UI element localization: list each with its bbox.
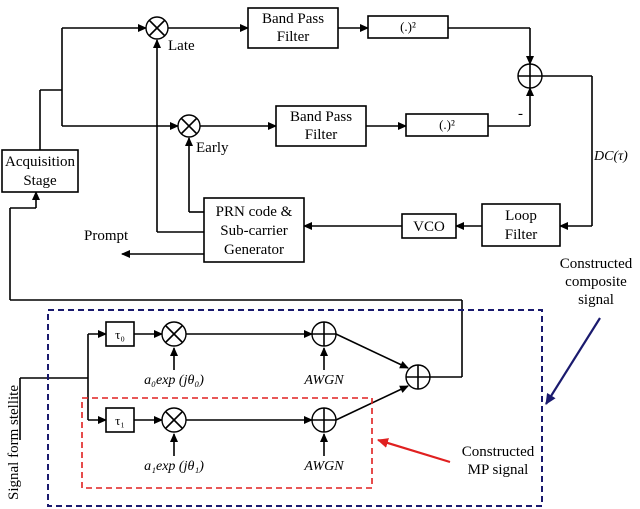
- svg-text:Filter: Filter: [305, 127, 338, 143]
- early-mixer: [177, 114, 201, 138]
- composite-signal-box: [47, 309, 543, 507]
- mp-label-line1: Constructed: [462, 444, 535, 460]
- difference-summer: [517, 63, 543, 89]
- svg-text:Filter: Filter: [277, 29, 310, 45]
- composite-pointer-arrow: [545, 317, 601, 405]
- prompt-label: Prompt: [84, 228, 129, 244]
- svg-text:VCO: VCO: [413, 219, 445, 235]
- composite-label-line1: Constructed: [560, 256, 633, 272]
- svg-text:Band Pass: Band Pass: [262, 11, 324, 27]
- mp-pointer-arrow: [377, 438, 451, 464]
- square-late-block: (.)²: [367, 15, 449, 39]
- a0-exp-label: a₀exp (jθ₀): [144, 373, 204, 388]
- svg-text:Filter: Filter: [505, 227, 538, 243]
- late-label: Late: [168, 38, 195, 54]
- prn-generator-block: PRN code & Sub-carrier Generator: [203, 197, 305, 263]
- acquisition-stage-block: Acquisition Stage: [1, 149, 79, 193]
- mixer-0: [161, 321, 187, 347]
- awgn-summer-0: [311, 321, 337, 347]
- awgn1-label: AWGN: [303, 459, 344, 474]
- bottom-wires: [19, 330, 462, 456]
- minus-label: -: [518, 106, 523, 122]
- tau1-delay-block: τ₁: [105, 407, 135, 433]
- svg-text:Acquisition: Acquisition: [5, 154, 75, 170]
- svg-text:(.)²: (.)²: [439, 117, 455, 132]
- composite-summer: [405, 364, 431, 390]
- svg-text:(.)²: (.)²: [400, 19, 416, 34]
- mp-signal-box: [81, 397, 373, 489]
- svg-text:Sub-carrier: Sub-carrier: [220, 223, 287, 239]
- late-mixer: [145, 16, 169, 40]
- bpf-late-block: Band Pass Filter: [247, 7, 339, 49]
- awgn-summer-1: [311, 407, 337, 433]
- composite-label-line2: composite: [565, 274, 627, 290]
- a1-exp-label: a₁exp (jθ₁): [144, 459, 204, 474]
- tau0-delay-block: τ₀: [105, 321, 135, 347]
- svg-text:Band Pass: Band Pass: [290, 109, 352, 125]
- svg-text:τ₁: τ₁: [115, 413, 125, 428]
- composite-label-line3: signal: [578, 292, 614, 308]
- top-wires: [9, 24, 593, 377]
- svg-text:Stage: Stage: [23, 173, 57, 189]
- awgn0-label: AWGN: [303, 373, 344, 388]
- mp-label-line2: MP signal: [468, 462, 529, 478]
- bpf-early-block: Band Pass Filter: [275, 105, 367, 147]
- svg-text:Loop: Loop: [505, 208, 537, 224]
- square-early-block: (.)²: [405, 113, 489, 137]
- dc-tau-label: DC(τ): [593, 149, 628, 164]
- loop-filter-block: Loop Filter: [481, 203, 561, 247]
- early-label: Early: [196, 140, 229, 156]
- mixer-1: [161, 407, 187, 433]
- svg-text:PRN code &: PRN code &: [216, 204, 293, 220]
- signal-source-label: Signal form stellite: [6, 385, 22, 500]
- vco-block: VCO: [401, 213, 457, 239]
- svg-text:τ₀: τ₀: [115, 327, 125, 342]
- svg-text:Generator: Generator: [224, 242, 284, 258]
